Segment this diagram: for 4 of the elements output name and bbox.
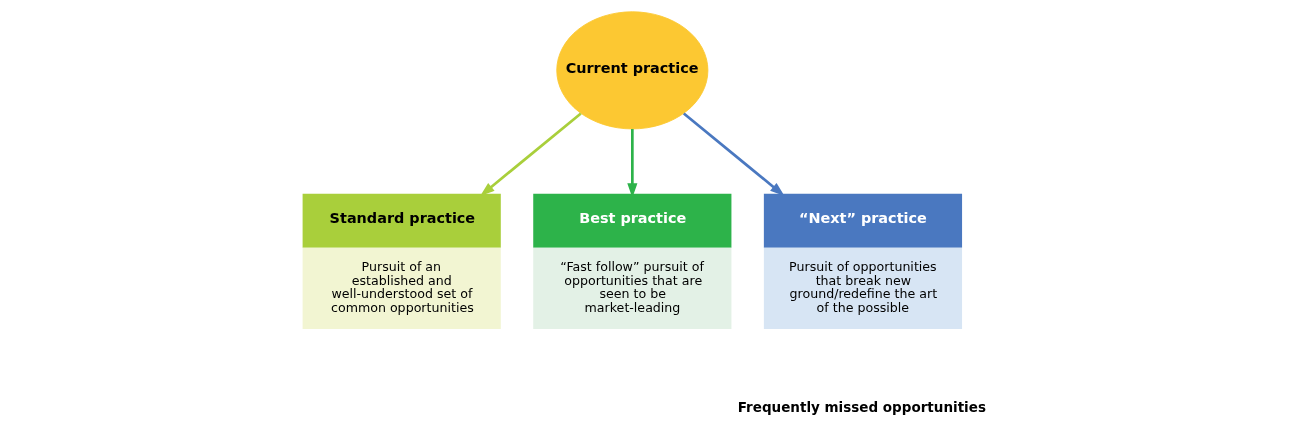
arrow xyxy=(682,112,785,197)
node-ellipse: Current practice xyxy=(556,11,709,130)
label: Frequently missed opportunities xyxy=(737,399,986,416)
arrow xyxy=(480,112,582,197)
